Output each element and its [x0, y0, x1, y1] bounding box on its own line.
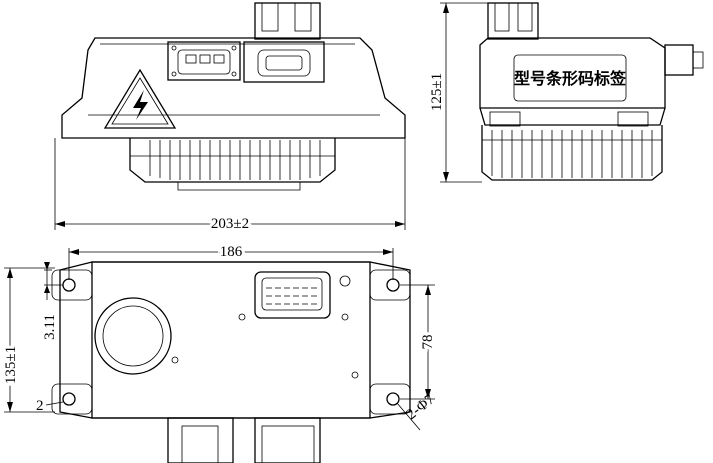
hole-spacing-x-label: 186	[220, 244, 243, 260]
bottom-height-dimension-label: 135±1	[3, 346, 19, 384]
side-heatsink-fins	[482, 130, 662, 178]
front-view: 203±2	[54, 2, 406, 235]
barcode-label-text: 型号条形码标签	[514, 69, 627, 88]
high-voltage-warning-icon	[103, 68, 177, 129]
top-view: 186 135±1 3.11 2 78 2-Φ7	[0, 241, 439, 463]
side-height-dimension-label: 125±1	[429, 73, 445, 111]
hole-callout-label: 2-Φ7	[404, 391, 439, 423]
hole-spacing-y-label: 78	[420, 335, 436, 350]
width-dimension-label: 203±2	[211, 216, 249, 232]
corner-count-label: 2	[36, 398, 44, 414]
offset-dimension-label: 3.11	[42, 314, 58, 340]
side-view: 型号条形码标签 12	[429, 2, 704, 183]
heatsink-fins	[130, 140, 335, 180]
